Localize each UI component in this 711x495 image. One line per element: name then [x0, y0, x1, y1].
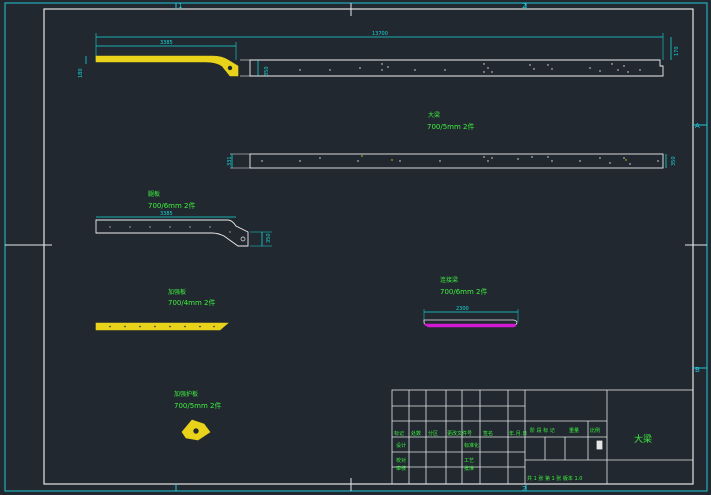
title-block-text: 标记 处数 分区 更改文件号 签名 年.月.日 设计 标准化 校对 审核 工艺 … — [394, 427, 600, 482]
bracket-part — [181, 419, 211, 441]
title-block — [391, 389, 694, 485]
zone-label-side-a: A — [695, 122, 700, 130]
tb-zone: 分区 — [428, 430, 438, 437]
part-c-name: 加强板 — [168, 288, 186, 296]
tb-change-doc: 更改文件号 — [447, 430, 472, 437]
part-a-name: 大梁 — [428, 111, 440, 119]
tb-standard: 标准化 — [464, 442, 479, 449]
outer-frame — [4, 2, 708, 492]
tb-sheet-info: 共 1 张 第 1 张 版本 1.0 — [527, 475, 582, 482]
part-d-spec: 700/6mm 2件 — [440, 287, 488, 296]
second-beam-part: 331 350 — [227, 153, 677, 169]
dim-main-left-height: 180 — [78, 68, 84, 78]
part-b-spec: 700/6mm 2件 — [148, 201, 196, 210]
tb-stage-mark: 阶 段 标 记 — [530, 427, 555, 434]
zone-label-top-2: 2 — [522, 2, 526, 10]
part-d-name: 连接梁 — [440, 276, 458, 284]
tb-count: 处数 — [411, 430, 421, 437]
tb-date: 年.月.日 — [509, 430, 527, 437]
main-beam-part: 13700 3385 180 170 350 — [78, 31, 680, 78]
zone-label-top-1: 1 — [178, 2, 182, 10]
dim-total-length: 13700 — [372, 31, 388, 37]
tb-design: 设计 — [396, 442, 406, 449]
tb-mark: 标记 — [394, 430, 404, 437]
center-marks — [5, 3, 707, 491]
dim-main-short-length: 3385 — [160, 40, 173, 46]
tb-signature: 签名 — [483, 430, 493, 437]
part-b-name: 腿板 — [148, 190, 160, 198]
reinforcing-strip-part — [95, 322, 229, 331]
connecting-bar-part: 2300 — [423, 306, 519, 328]
part-e-spec: 700/5mm 2件 — [174, 401, 222, 410]
tb-review: 审核 — [396, 465, 406, 472]
dim-leg-height: 350 — [266, 233, 272, 243]
zone-label-bottom-2: 2 — [522, 485, 526, 493]
tb-drawing-title: 大梁 — [634, 433, 652, 445]
dim-main-right-height: 170 — [674, 46, 680, 56]
zone-label-side-b: B — [695, 366, 700, 374]
dim-beam2-left-height: 331 — [227, 156, 233, 166]
tb-process: 工艺 — [464, 458, 474, 464]
part-c-spec: 700/4mm 2件 — [168, 298, 216, 307]
tb-weight: 重量 — [569, 427, 579, 434]
part-e-name: 加强护板 — [174, 390, 198, 398]
dim-main-step-height: 350 — [264, 66, 270, 76]
part-a-spec: 700/5mm 2件 — [427, 122, 475, 131]
dim-bar-length: 2300 — [456, 306, 469, 312]
inner-frame — [43, 8, 694, 485]
tb-approve: 批准 — [464, 465, 474, 472]
tb-check: 校对 — [396, 457, 406, 464]
dim-beam2-right-height: 350 — [671, 156, 677, 166]
tb-scale: 比例 — [590, 427, 600, 434]
dim-leg-length: 3385 — [160, 211, 173, 217]
leg-plate-part: 3385 350 — [95, 211, 272, 247]
zone-ticks — [175, 3, 707, 491]
